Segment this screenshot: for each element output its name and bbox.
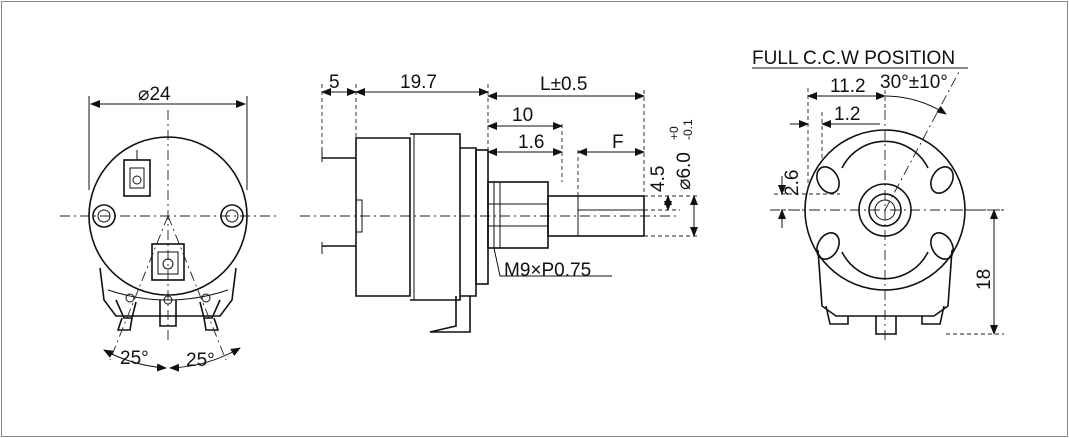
rear-title: FULL C.C.W POSITION <box>752 48 955 69</box>
front-diameter-label: ⌀24 <box>138 84 171 105</box>
side-thread: M9×P0.75 <box>504 260 591 281</box>
side-dim-e: 1.6 <box>518 132 544 153</box>
side-view: 5 19.7 L±0.5 10 1.6 F M9×P0.75 4.5 ⌀6.0 … <box>300 72 700 333</box>
rear-angle: 30°±10° <box>880 72 948 93</box>
side-dim-g: 4.5 <box>648 166 669 192</box>
side-dim-b: 19.7 <box>400 72 437 93</box>
rear-view: FULL C.C.W POSITION 11.2 30°±10° 1.2 2.6… <box>752 48 1004 340</box>
side-shaft-tol-minus: -0.1 <box>681 119 695 140</box>
front-angle-right: 25° <box>186 350 215 371</box>
front-view: ⌀24 25° 25° <box>60 84 280 372</box>
side-dim-c: L±0.5 <box>540 74 587 95</box>
rear-dim-c: 2.6 <box>782 170 803 196</box>
side-dim-f: F <box>612 132 624 153</box>
rear-dim-a: 11.2 <box>830 76 866 97</box>
side-shaft-dia: ⌀6.0 <box>674 152 695 190</box>
rear-dim-b: 1.2 <box>834 104 860 125</box>
front-angle-left: 25° <box>120 348 149 369</box>
side-dim-d: 10 <box>512 105 533 126</box>
side-dim-a: 5 <box>329 72 340 93</box>
side-shaft-tol-plus: +0 <box>667 126 681 140</box>
rear-dim-d: 18 <box>974 269 995 290</box>
